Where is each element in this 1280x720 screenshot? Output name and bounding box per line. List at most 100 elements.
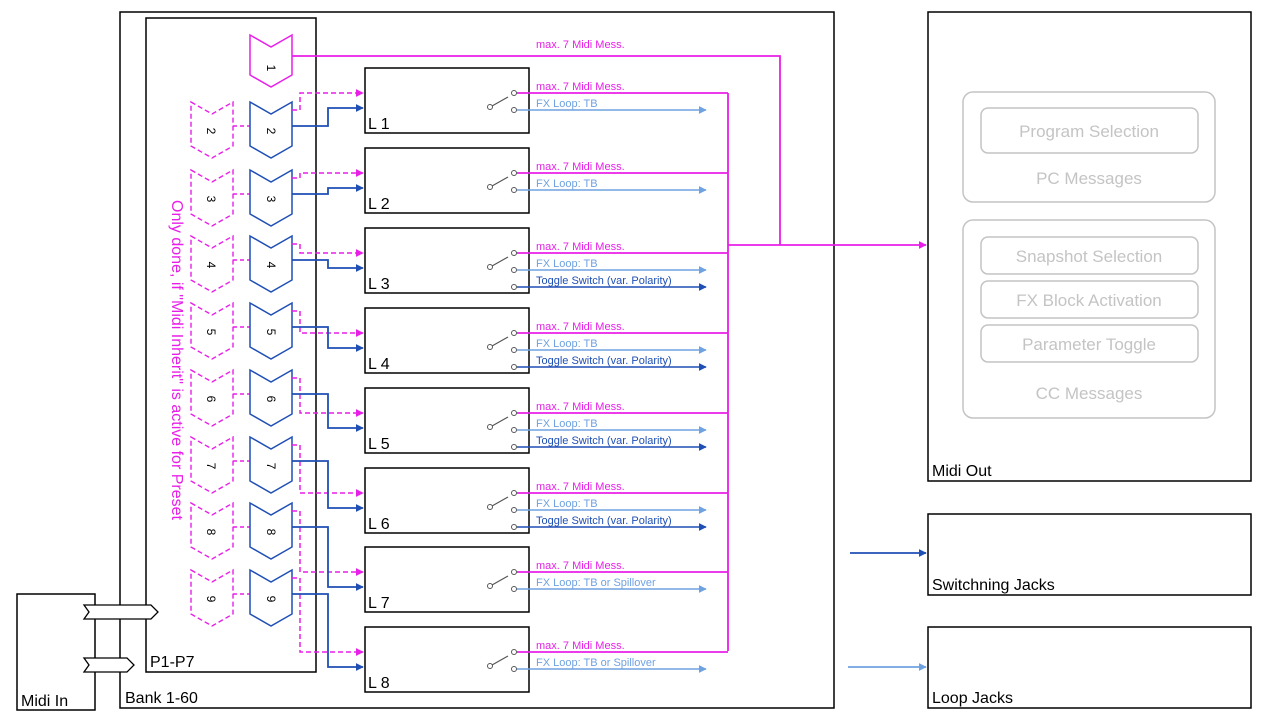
loop-block: L 8 max. 7 Midi Mess. FX Loop: TB or Spill…: [364, 626, 728, 693]
fx-contact-icon: [511, 347, 517, 353]
fx-block-activation-item: [980, 280, 1199, 319]
loop-label: L 6: [368, 516, 390, 533]
midi-contact-icon: [511, 569, 517, 575]
loop-fx-label: FX Loop: TB or Spillover: [536, 657, 656, 669]
loop-label: L 3: [368, 276, 390, 293]
bank-label: Bank 1-60: [125, 690, 198, 707]
midi-inherit-note: Only done, if "Midi Inherit" is active f…: [168, 200, 185, 520]
loop-toggle-label: Toggle Switch (var. Polarity): [536, 275, 672, 287]
preset-1-number: 1: [264, 65, 278, 72]
inherited-preset-chevron: [190, 100, 234, 159]
inherited-preset-chevron: [190, 435, 234, 494]
bank-box: [119, 11, 835, 709]
switching-jacks-label: Switchning Jacks: [932, 577, 1055, 594]
preset-to-loop-link: [292, 460, 364, 512]
inherited-preset-number: 2: [204, 128, 218, 135]
loop-midi-label: max. 7 Midi Mess.: [536, 81, 625, 93]
loop-label: L 5: [368, 436, 390, 453]
snapshot-selection-text: Snapshot Selection: [1016, 247, 1163, 266]
switch-contact-icon: [487, 264, 493, 270]
loop-box: [364, 67, 530, 134]
fx-contact-icon: [511, 586, 517, 592]
loop-midi-label: max. 7 Midi Mess.: [536, 401, 625, 413]
loop-fx-label: FX Loop: TB: [536, 338, 598, 350]
switch-lever-icon: [491, 575, 509, 586]
program-selection-item: [980, 107, 1199, 154]
midi-inherit-link: [292, 444, 364, 497]
midi-inherit-link: [292, 243, 364, 257]
preset-chevron: [249, 234, 293, 293]
switch-lever-icon: [491, 655, 509, 666]
midi-out-label: Midi Out: [932, 463, 992, 480]
switch-lever-icon: [491, 176, 509, 187]
switch-contact-icon: [487, 104, 493, 110]
preset-to-loop-link: [292, 104, 364, 127]
preset-1-midi-line: [292, 55, 781, 245]
midi-inherit-link: [292, 310, 364, 337]
preset-number: 6: [264, 396, 278, 403]
inherited-preset-chevron: [190, 568, 234, 627]
midi-inherit-link: [292, 510, 364, 576]
midi-contact-icon: [511, 490, 517, 496]
preset-to-loop-link: [292, 526, 364, 591]
loop-label: L 7: [368, 595, 390, 612]
preset-number: 7: [264, 463, 278, 470]
fx-contact-icon: [511, 427, 517, 433]
preset-chevron: [249, 100, 293, 159]
switch-lever-icon: [491, 416, 509, 427]
preset-to-loop-link: [292, 593, 364, 671]
preset-number: 9: [264, 596, 278, 603]
switch-contact-icon: [487, 184, 493, 190]
preset-number: 3: [264, 196, 278, 203]
midi-in-box: [16, 593, 96, 711]
midi-inherit-link: [292, 377, 364, 417]
loop-midi-label: max. 7 Midi Mess.: [536, 321, 625, 333]
preset-number: 5: [264, 329, 278, 336]
toggle-contact-icon: [511, 364, 517, 370]
switch-contact-icon: [487, 583, 493, 589]
parameter-toggle-text: Parameter Toggle: [1022, 335, 1156, 354]
preset-chevron: [249, 301, 293, 360]
switch-lever-icon: [491, 96, 509, 107]
loop-toggle-label: Toggle Switch (var. Polarity): [536, 515, 672, 527]
loop-midi-label: max. 7 Midi Mess.: [536, 481, 625, 493]
midi-inherit-link: [292, 577, 364, 656]
inherited-preset-chevron: [190, 368, 234, 427]
preset-chevron: [249, 168, 293, 227]
preset-to-loop-link: [292, 259, 364, 272]
preset-1-chevron: 1: [249, 33, 293, 88]
inherited-preset-number: 9: [204, 596, 218, 603]
preset-to-loop-link: [292, 184, 364, 195]
switch-lever-icon: [491, 496, 509, 507]
midi-contact-icon: [511, 90, 517, 96]
switch-lever-icon: [491, 256, 509, 267]
preset-number: 4: [264, 262, 278, 269]
inherited-preset-number: 5: [204, 329, 218, 336]
preset-label: P1-P7: [150, 654, 195, 671]
switch-lever-icon: [491, 336, 509, 347]
inherited-preset-number: 6: [204, 396, 218, 403]
preset-to-loop-link: [292, 326, 364, 352]
fx-contact-icon: [511, 666, 517, 672]
loop-midi-label: max. 7 Midi Mess.: [536, 640, 625, 652]
inherited-preset-chevron: [190, 501, 234, 560]
inherited-preset-chevron: [190, 301, 234, 360]
midi-contact-icon: [511, 410, 517, 416]
inherited-preset-chevron: [190, 234, 234, 293]
parameter-toggle-item: [980, 324, 1199, 363]
loop-label: L 8: [368, 675, 390, 692]
inherited-preset-number: 4: [204, 262, 218, 269]
top-midi-label: max. 7 Midi Mess.: [536, 39, 625, 51]
program-selection-text: Program Selection: [1019, 122, 1159, 141]
preset-number: 8: [264, 529, 278, 536]
preset-box: [145, 17, 317, 673]
